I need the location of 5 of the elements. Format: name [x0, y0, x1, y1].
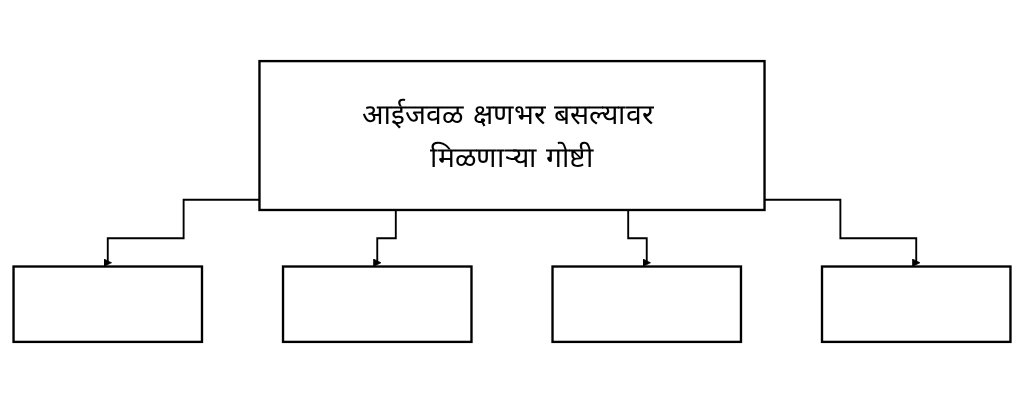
node-box	[551, 265, 743, 344]
node-box: आईजवळ क्षणभर बसल्यावर मिळणाऱ्या गोष्टी	[258, 59, 766, 212]
node-box	[281, 265, 473, 344]
node-box	[12, 265, 204, 344]
node-box	[820, 265, 1012, 344]
